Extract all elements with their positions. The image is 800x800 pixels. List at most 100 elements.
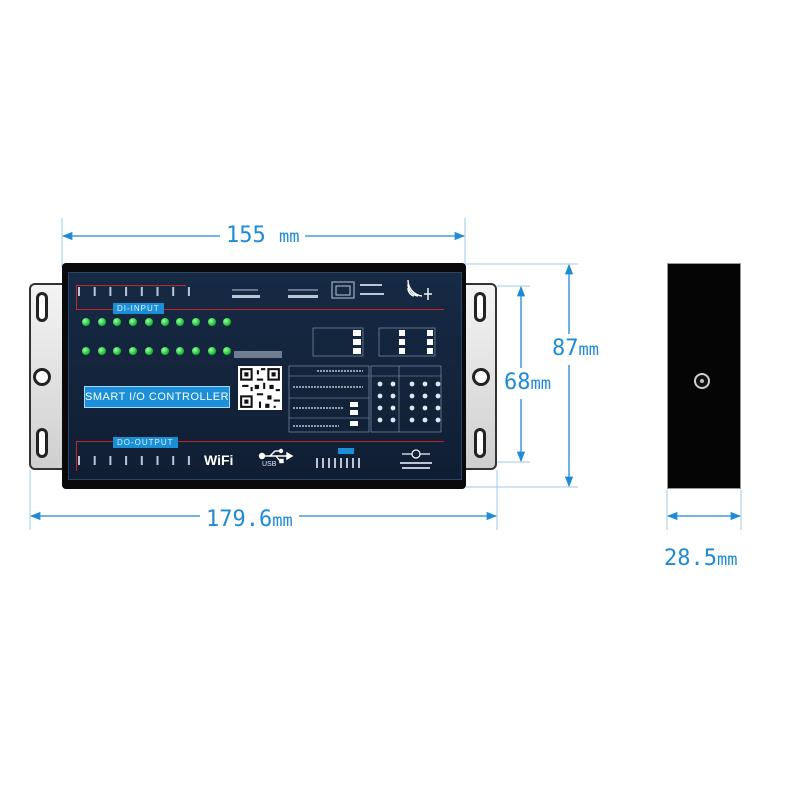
dip-switch-marker xyxy=(328,458,330,468)
status-led-icon xyxy=(144,347,153,355)
setting-dot xyxy=(377,417,383,423)
divider-line xyxy=(76,285,77,309)
setting-dot xyxy=(435,417,441,423)
status-led-icon xyxy=(223,318,232,326)
terminal-marker xyxy=(125,287,128,296)
dimension-value: 155 xyxy=(226,223,266,248)
brand-text-graphic xyxy=(234,351,282,358)
terminal-marker xyxy=(187,456,190,465)
terminal-marker xyxy=(109,287,112,296)
dimension-value: 87 xyxy=(552,336,579,361)
terminal-marker xyxy=(125,456,128,465)
dip-switch-marker xyxy=(334,458,336,468)
dimension-value: 179.6 xyxy=(206,507,273,532)
setting-dot xyxy=(422,393,428,399)
dimension-label-panel-width: 155 mm xyxy=(220,223,306,250)
dip-switch-marker xyxy=(346,458,348,468)
keyhole-mount-icon xyxy=(472,368,490,386)
status-led-icon xyxy=(129,318,138,326)
status-led-icon xyxy=(176,347,185,355)
setting-dot xyxy=(409,381,415,387)
terminal-marker xyxy=(78,456,80,465)
dimension-label-overall-width: 179.6mm xyxy=(200,507,299,534)
dimension-value: 68 xyxy=(504,370,531,395)
usb-label: USB xyxy=(262,461,277,468)
setting-dot xyxy=(422,381,428,387)
status-led-icon xyxy=(113,347,122,355)
setting-dot xyxy=(390,381,396,387)
setting-dot xyxy=(390,405,396,411)
terminal-marker xyxy=(172,287,175,296)
status-led-icon xyxy=(191,318,200,326)
divider-line xyxy=(76,441,444,442)
divider-line xyxy=(76,285,186,286)
status-led-icon xyxy=(223,347,232,355)
dimension-label-panel-height: 68mm xyxy=(502,368,553,399)
mounting-slot-icon xyxy=(474,428,486,458)
setting-dot xyxy=(390,393,396,399)
status-led-icon xyxy=(207,318,216,326)
terminal-marker xyxy=(93,456,96,465)
setting-dot xyxy=(422,405,428,411)
wireless-signal-icon xyxy=(407,279,432,300)
setting-dot xyxy=(435,381,441,387)
setting-dot xyxy=(435,393,441,399)
setting-dot xyxy=(409,417,415,423)
wifi-logo: WiFi xyxy=(204,452,234,468)
input-terminal-labels xyxy=(78,287,190,296)
status-led-icon xyxy=(207,347,216,355)
status-led-icon xyxy=(160,318,169,326)
dip-switch-marker xyxy=(316,458,318,468)
terminal-marker xyxy=(172,456,175,465)
terminal-marker xyxy=(109,456,112,465)
power-jack-icon xyxy=(400,449,432,469)
dimension-label-overall-height: 87mm xyxy=(550,334,601,365)
dimension-label-depth: 28.5mm xyxy=(664,546,738,573)
dimension-unit: mm xyxy=(530,374,551,394)
dip-switch-marker xyxy=(358,458,360,468)
terminal-marker xyxy=(156,456,159,465)
parameter-table-graphic xyxy=(288,327,442,433)
status-led-icon xyxy=(82,318,90,326)
status-led-icon xyxy=(97,318,106,326)
input-section-label: DI-INPUT xyxy=(113,303,164,314)
setting-dot xyxy=(377,405,383,411)
status-led-icon xyxy=(160,347,169,355)
status-led-icon xyxy=(176,318,185,326)
divider-line xyxy=(76,309,444,310)
terminal-marker xyxy=(187,287,190,296)
output-section-label: DO-OUTPUT xyxy=(113,437,178,448)
keyhole-mount-icon xyxy=(33,368,51,386)
mounting-slot-icon xyxy=(36,428,48,458)
dip-switch-marker xyxy=(340,458,342,468)
terminal-marker xyxy=(140,287,143,296)
setting-dot xyxy=(422,417,428,423)
terminal-marker xyxy=(78,287,80,296)
side-antenna-port-icon xyxy=(694,373,710,389)
setting-dot xyxy=(409,405,415,411)
terminal-marker xyxy=(93,287,96,296)
dip-switch-marker xyxy=(322,458,324,468)
status-led-icon xyxy=(191,347,200,355)
output-terminal-labels xyxy=(78,456,190,465)
qr-code-icon xyxy=(238,366,282,410)
terminal-marker xyxy=(156,287,159,296)
divider-line xyxy=(76,441,77,471)
mounting-slot-icon xyxy=(474,292,486,322)
setting-dot xyxy=(377,381,383,387)
setting-dot xyxy=(390,417,396,423)
setting-dot xyxy=(435,405,441,411)
dimension-value: 28.5 xyxy=(664,546,717,571)
status-led-icon xyxy=(129,347,138,355)
dimension-unit: mm xyxy=(272,511,293,531)
setting-dot xyxy=(409,393,415,399)
terminal-marker xyxy=(140,456,143,465)
port-legend-graphic xyxy=(232,279,432,300)
device-title: SMART I/O CONTROLLER xyxy=(84,386,230,408)
usb-icon xyxy=(258,448,294,464)
dip-switch-graphic xyxy=(316,448,360,468)
dimension-unit: mm xyxy=(578,340,599,360)
status-led-icon xyxy=(144,318,153,326)
setting-dot xyxy=(377,393,383,399)
dimension-unit: mm xyxy=(279,227,300,247)
